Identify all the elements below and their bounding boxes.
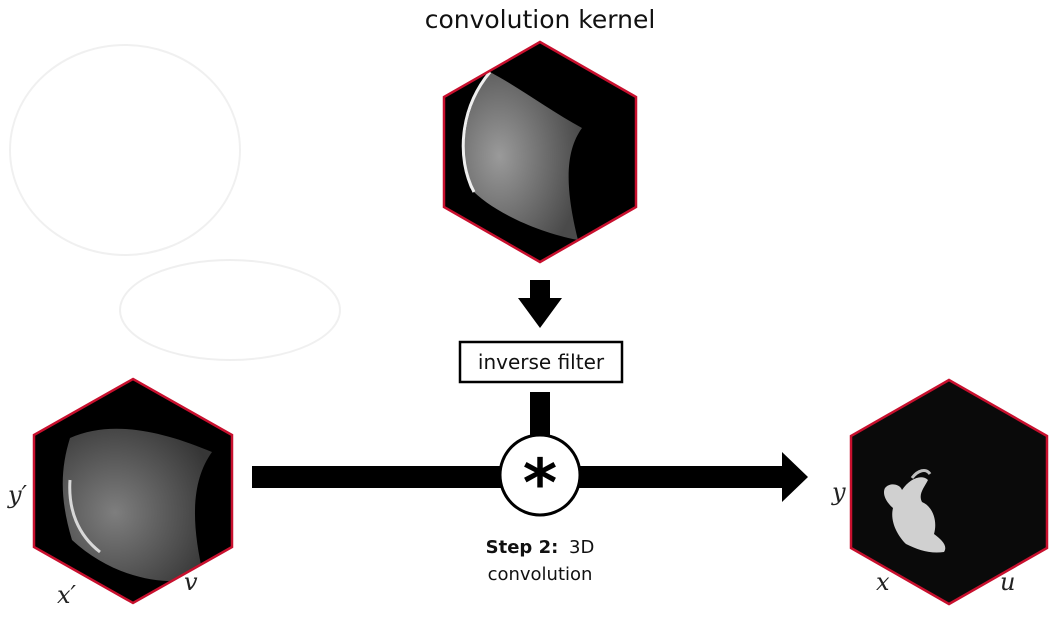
input-light-field xyxy=(62,428,212,582)
reconstructed-object xyxy=(883,477,946,553)
input-volume xyxy=(32,377,234,605)
kernel-title: convolution kernel xyxy=(425,5,656,34)
input-axis-v-label: v xyxy=(184,568,198,596)
output-hex-border xyxy=(849,378,1049,606)
output-axis-u-label: u xyxy=(1000,568,1015,596)
step-description: 3D xyxy=(569,537,594,558)
faded-background-art xyxy=(9,44,341,361)
output-axis-y-label: y xyxy=(831,478,846,506)
input-hex-border xyxy=(32,377,234,605)
inverse-filter-box: inverse filter xyxy=(458,340,624,384)
output-axis-x-label: x xyxy=(876,568,890,596)
step-number: Step 2: xyxy=(486,537,559,558)
inverse-filter-label: inverse filter xyxy=(478,350,605,374)
convolution-operator: * xyxy=(498,433,582,522)
input-bright-edge xyxy=(68,479,101,554)
kernel-light-field xyxy=(463,72,582,240)
step-caption-line2: convolution xyxy=(488,564,593,585)
kernel-hex-border xyxy=(442,40,638,264)
kernel-volume xyxy=(442,40,638,264)
output-volume xyxy=(849,378,1049,606)
input-axis-x-label: x′ xyxy=(57,581,77,609)
down-arrow xyxy=(518,280,562,328)
input-axis-y-label: y′ xyxy=(7,481,28,509)
convolution-symbol: * xyxy=(523,445,558,522)
kernel-bright-edge xyxy=(461,71,492,193)
step-caption-line1: Step 2: 3D xyxy=(486,537,595,558)
filter-connector xyxy=(530,392,550,438)
